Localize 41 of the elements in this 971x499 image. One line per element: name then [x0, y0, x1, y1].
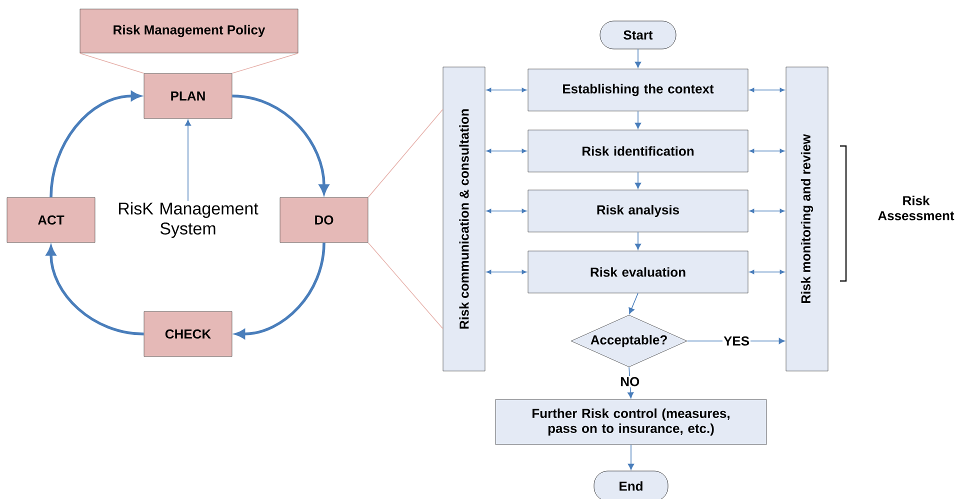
arrow: [749, 208, 785, 214]
arrow: [184, 120, 192, 202]
edge-label: YES: [722, 335, 751, 347]
connector-line: [79, 52, 144, 74]
arrow: [634, 48, 642, 68]
connector-line: [368, 109, 444, 198]
process-box: Risk evaluation: [528, 250, 748, 294]
arrow: [634, 232, 642, 250]
process-box: Risk analysis: [528, 190, 748, 232]
pdca-box: DO: [280, 197, 368, 243]
arrow: [749, 270, 785, 274]
connector-line: [232, 52, 299, 74]
arrow: [486, 88, 527, 92]
side-panel: Risk communication & consultation: [442, 66, 486, 372]
arrow: [486, 148, 527, 154]
connector-line: [368, 242, 444, 329]
side-panel: Risk monitoring and review: [786, 66, 828, 372]
arrow: [634, 110, 642, 129]
pdca-box: CHECK: [144, 311, 232, 357]
arrow: [46, 246, 144, 336]
process-box: Risk identification: [528, 130, 748, 172]
arrow: [486, 270, 527, 274]
arrow: [50, 91, 141, 198]
process-box: Establishing the context: [528, 68, 748, 112]
policy-box: Risk Management Policy: [80, 8, 298, 54]
arrow: [628, 292, 638, 314]
terminal-oval: End: [594, 470, 668, 499]
arrow: [232, 94, 329, 194]
arrow: [634, 172, 642, 189]
pdca-box: PLAN: [144, 73, 232, 119]
text-label: Risk Assessment: [878, 196, 954, 220]
arrow: [235, 242, 326, 339]
process-box: Further Risk control (measures, pass on to insurance, etc.): [495, 399, 767, 445]
arrow: [628, 366, 634, 398]
pdca-box: ACT: [6, 197, 96, 243]
edge-label: NO: [619, 376, 641, 388]
system-label: RisK Management System: [119, 202, 258, 238]
arrow: [486, 208, 527, 214]
arrow: [749, 148, 785, 154]
arrow: [628, 444, 634, 470]
arrow: [749, 88, 785, 92]
